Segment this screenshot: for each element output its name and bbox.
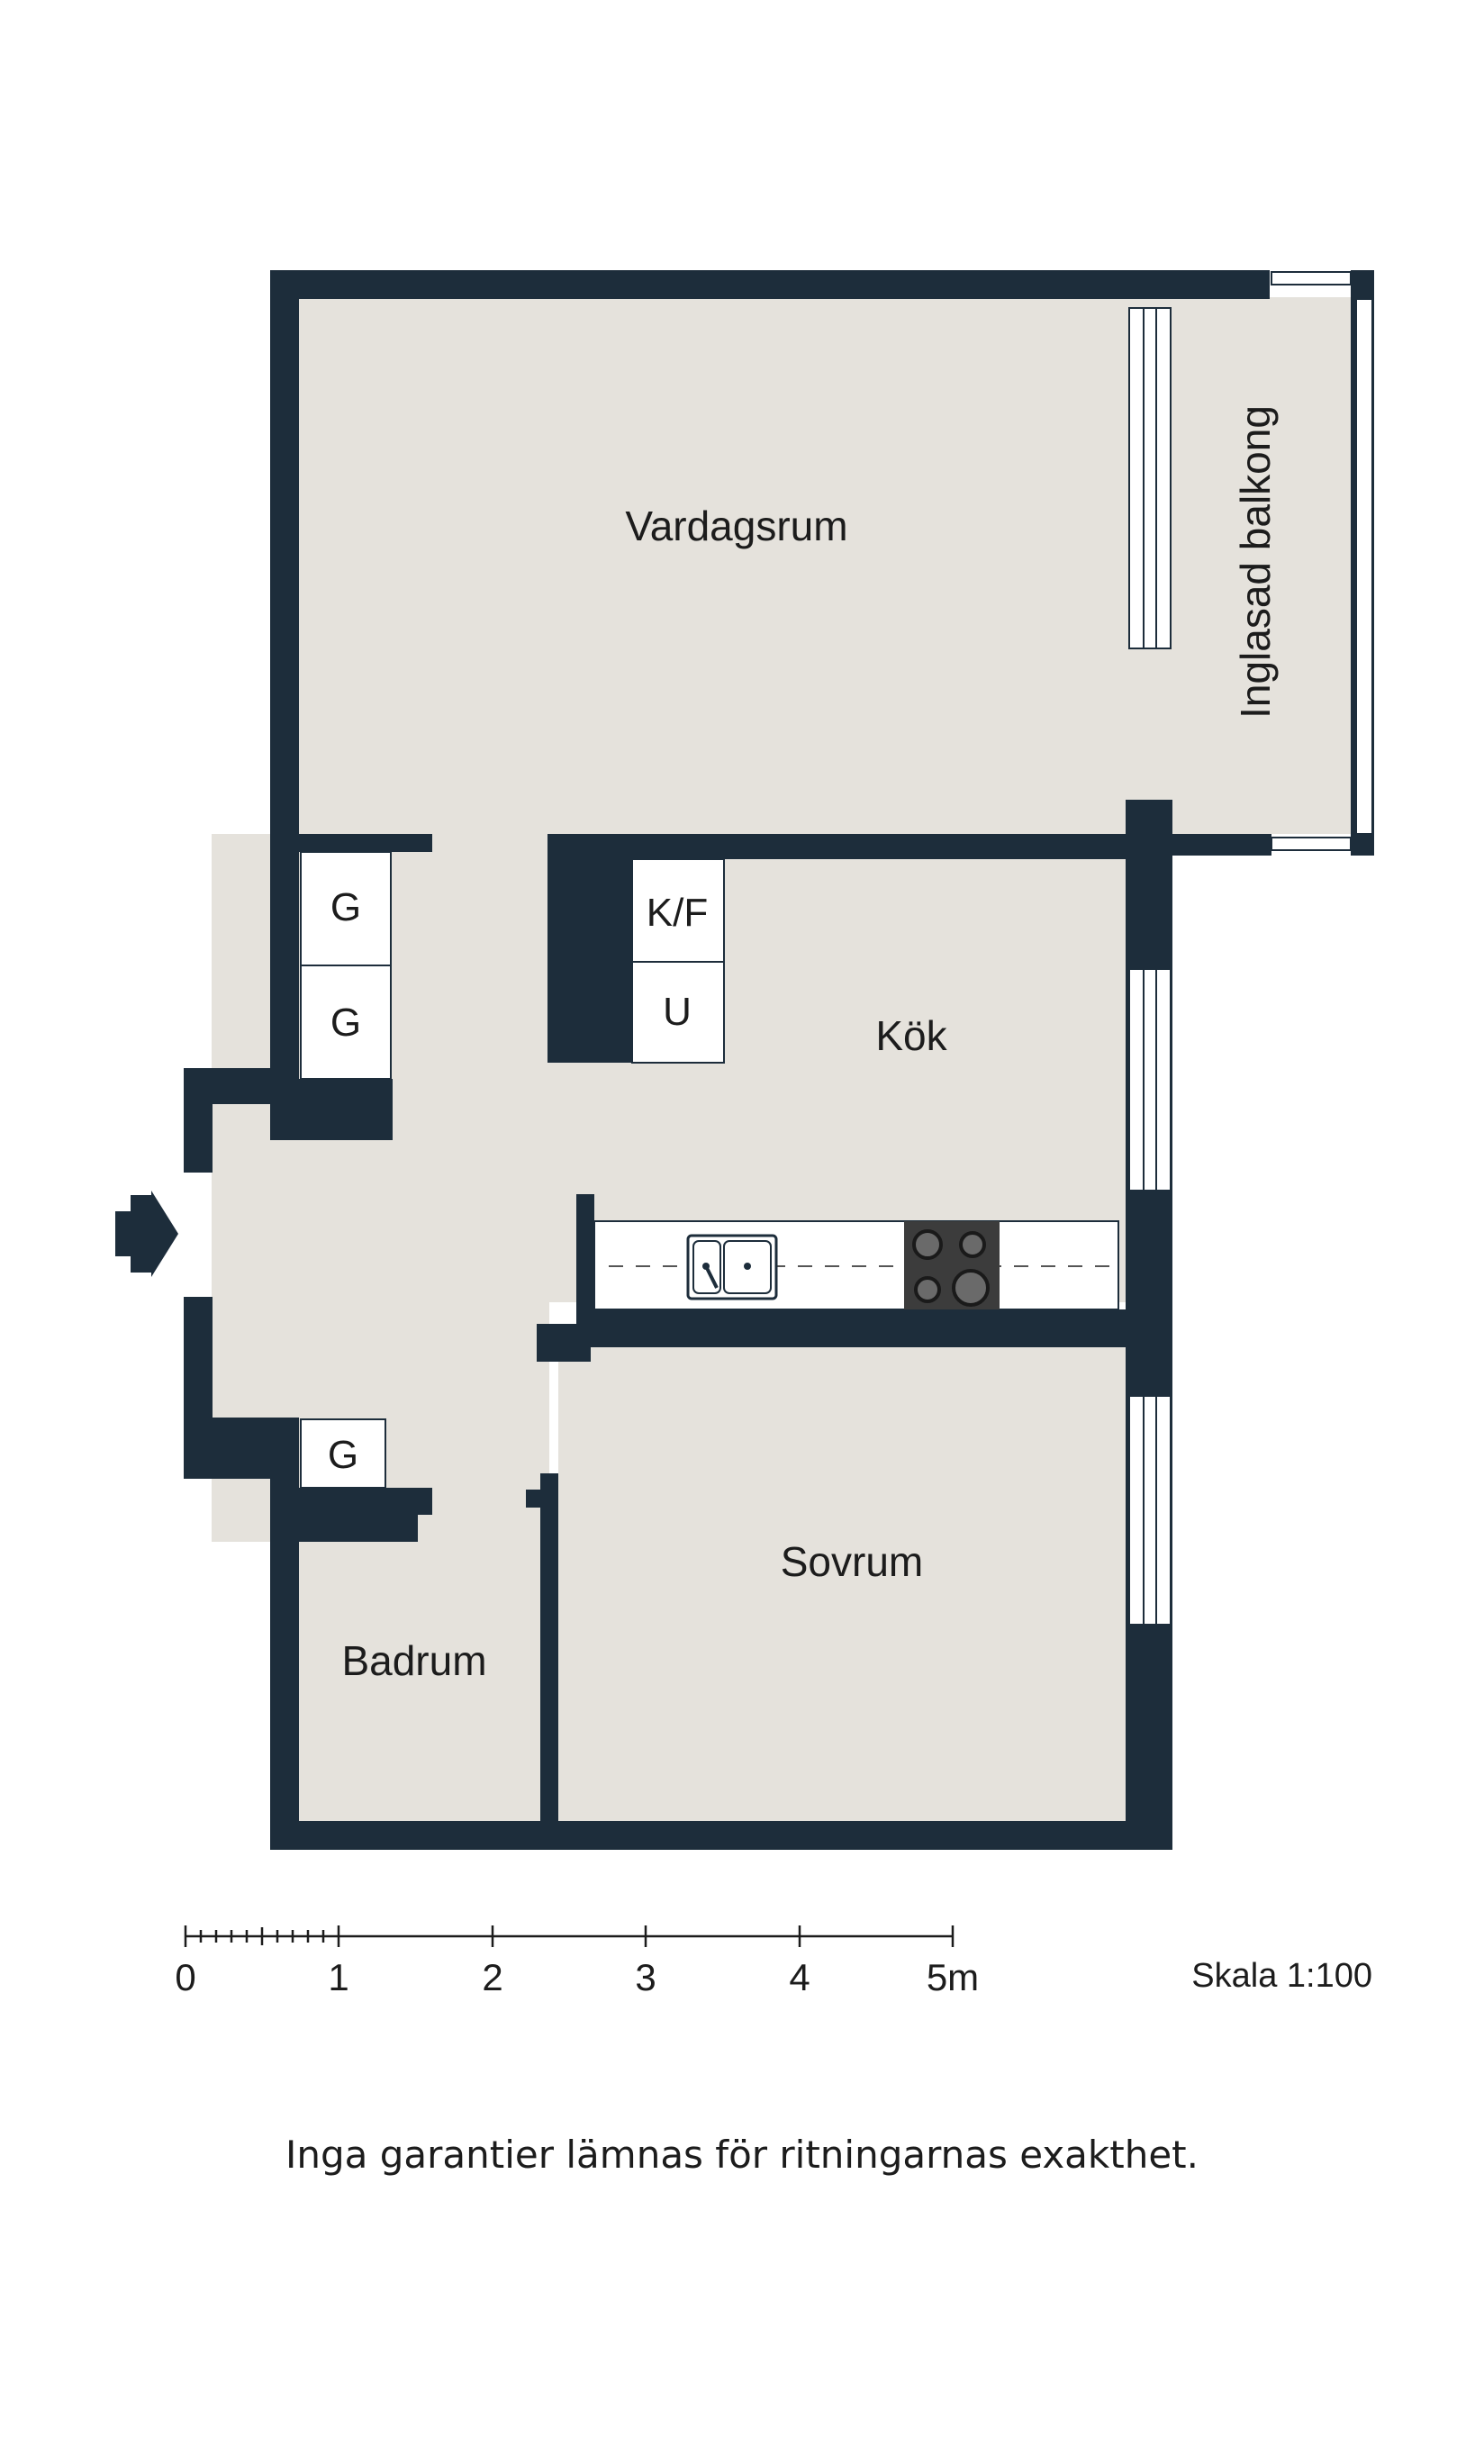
fridge-freezer-label: K/F — [647, 891, 708, 935]
wall-top — [270, 270, 1270, 299]
scale-tick-4: 4 — [789, 1956, 810, 1998]
sink-icon — [686, 1234, 778, 1300]
entrance-arrow-icon — [115, 1191, 178, 1277]
wall-entry-top2 — [184, 1068, 213, 1173]
wall-kitchen-block — [547, 834, 632, 1063]
bathroom-floor — [299, 1542, 544, 1823]
wall-balcony-bottom — [1172, 834, 1271, 856]
room-label-vardagsrum: Vardagsrum — [625, 503, 847, 549]
fridge-freezer — [631, 858, 725, 963]
wardrobe-1 — [300, 851, 392, 966]
wall-living-stub — [299, 834, 432, 852]
kitchen-counter — [593, 1220, 1119, 1310]
scale-tick-2: 2 — [482, 1956, 502, 1998]
scale-text: Skala 1:100 — [1191, 1957, 1372, 1995]
stove-icon — [904, 1221, 1000, 1309]
wardrobe-label-2: G — [330, 1001, 361, 1045]
room-label-sovrum: Sovrum — [781, 1538, 923, 1585]
wall-counter-end — [576, 1194, 594, 1347]
window-balcony-bottom — [1271, 837, 1352, 851]
balcony-floor — [1172, 297, 1353, 834]
wardrobe-label-3: G — [328, 1433, 358, 1477]
oven-label: U — [663, 990, 692, 1034]
scale-bar — [184, 1925, 955, 1947]
wall-balcony-bottom-r — [1351, 834, 1374, 856]
wall-bath-bedroom — [540, 1473, 558, 1823]
wall-hall-stub — [537, 1324, 591, 1362]
wardrobe-label-1: G — [330, 885, 361, 929]
wall-left-upper — [270, 270, 299, 1079]
wardrobe-2 — [300, 965, 392, 1080]
wardrobe-3 — [300, 1418, 386, 1489]
window-balcony-top — [1271, 271, 1352, 285]
scale-tick-3: 3 — [635, 1956, 656, 1998]
disclaimer-text: Inga garantier lämnas för ritningarnas e… — [285, 2133, 1199, 2177]
oven — [631, 961, 725, 1064]
wall-bath-door-stub — [526, 1490, 558, 1508]
window-bedroom — [1128, 1395, 1172, 1626]
wall-entry-bottom2 — [184, 1418, 299, 1479]
wall-bath-top2 — [299, 1488, 418, 1542]
scale-tick-1: 1 — [328, 1956, 348, 1998]
bedroom-floor — [558, 1345, 1127, 1823]
window-living — [1128, 307, 1172, 649]
room-label-balkong: Inglasad balkong — [1232, 405, 1279, 719]
living-room-floor — [299, 297, 1172, 834]
wall-bottom — [270, 1821, 1172, 1850]
scale-tick-5: 5m — [927, 1956, 979, 1998]
wall-living-kitchen — [547, 834, 1172, 859]
window-balcony-right — [1355, 298, 1373, 835]
window-kitchen — [1128, 968, 1172, 1191]
room-label-kok: Kök — [875, 1012, 947, 1059]
fixtures — [300, 851, 1119, 1489]
room-label-badrum: Badrum — [341, 1637, 486, 1684]
windows — [1128, 271, 1373, 1626]
wall-kitchen-bedroom — [576, 1309, 1127, 1347]
scale-tick-0: 0 — [175, 1956, 195, 1998]
wall-right-main — [1126, 800, 1172, 1850]
wall-entry-closet-base — [270, 1079, 393, 1140]
wall-left-lower — [270, 1477, 299, 1850]
floor-areas — [212, 297, 1353, 1823]
